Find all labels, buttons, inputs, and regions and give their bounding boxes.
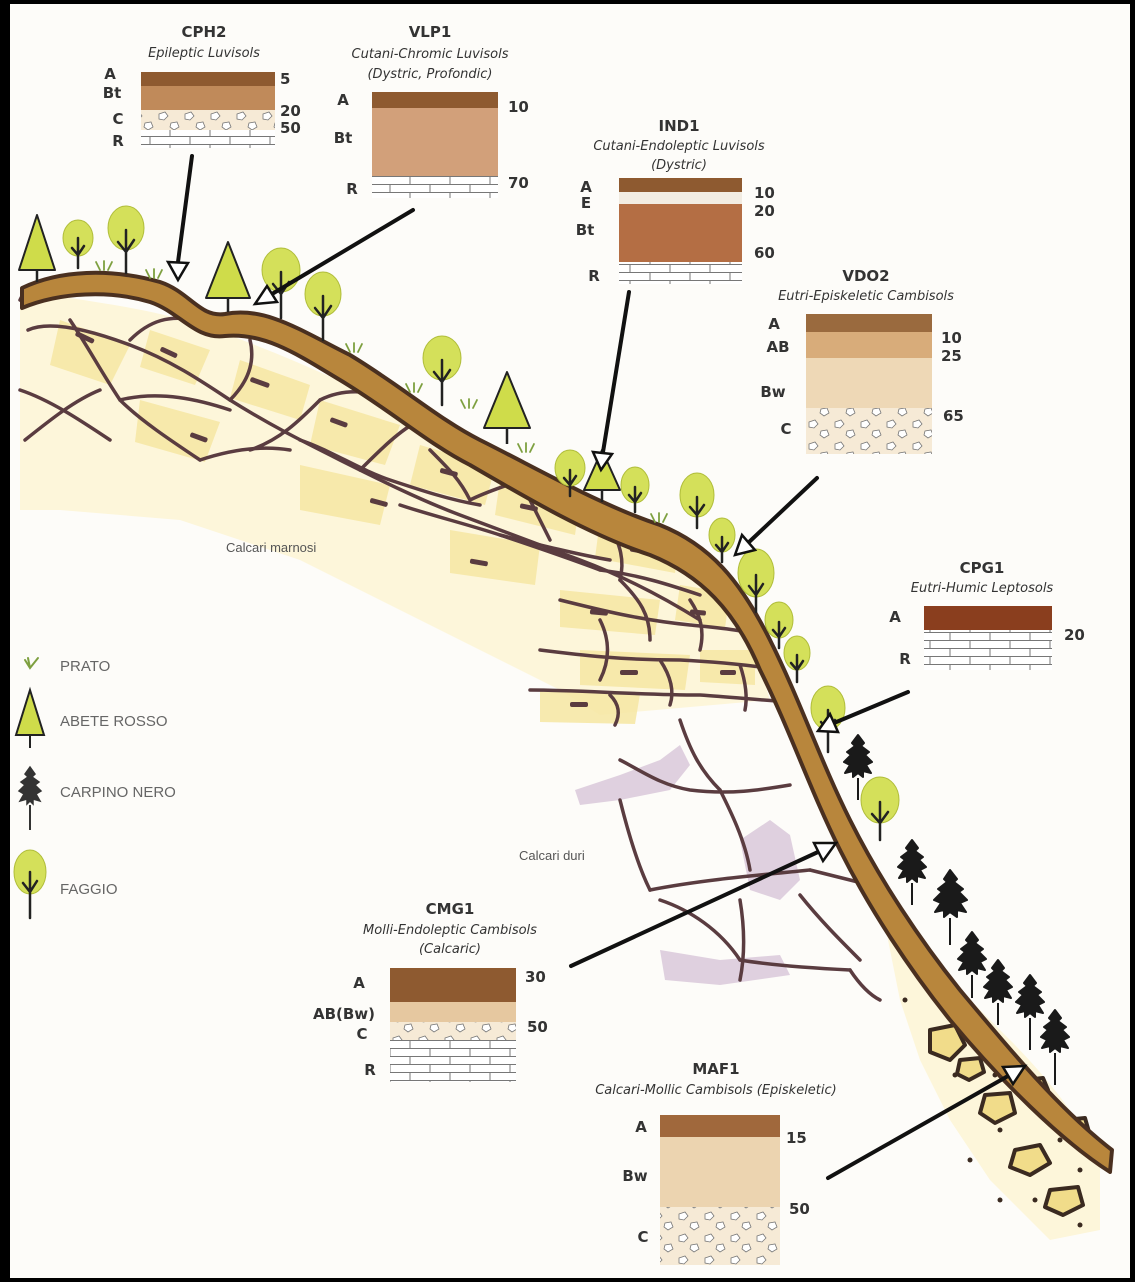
depth-label: 50 — [527, 1018, 548, 1036]
depth-label: 50 — [280, 119, 301, 137]
horizon-label: C — [780, 420, 791, 438]
legend-label-faggio: FAGGIO — [60, 881, 118, 898]
horizon-label: A — [889, 608, 901, 626]
profile-title: CPH2 — [182, 23, 227, 41]
profile-classification: Cutani-Chromic Luvisols — [352, 47, 509, 62]
legend-label-prato: PRATO — [60, 658, 110, 675]
profile-title: CPG1 — [960, 559, 1005, 577]
horizon-label: R — [588, 267, 600, 285]
depth-label: 20 — [1064, 626, 1085, 644]
profile-title: IND1 — [658, 117, 699, 135]
depth-label: 10 — [754, 184, 775, 202]
horizon-label: Bw — [760, 383, 785, 401]
depth-label: 10 — [941, 329, 962, 347]
horizon-label: A — [337, 91, 349, 109]
legend-label-abete-rosso: ABETE ROSSO — [60, 713, 168, 730]
depth-label: 20 — [280, 102, 301, 120]
depth-label: 15 — [786, 1129, 807, 1147]
profile-classification-qualifiers: (Calcaric) — [419, 942, 481, 957]
soil-column — [372, 92, 498, 198]
horizon-label: A — [104, 65, 116, 83]
horizon-label: R — [112, 132, 124, 150]
horizon-label: Bw — [622, 1167, 647, 1185]
soil-column — [806, 314, 932, 454]
horizon-label: R — [346, 180, 358, 198]
horizon-label: A — [635, 1118, 647, 1136]
horizon-label: E — [581, 194, 591, 212]
depth-label: 10 — [508, 98, 529, 116]
horizon-label: A — [353, 974, 365, 992]
profile-classification: Epileptic Luvisols — [148, 46, 260, 61]
horizon-label: C — [112, 110, 123, 128]
depth-label: 30 — [525, 968, 546, 986]
depth-label: 25 — [941, 347, 962, 365]
depth-label: 60 — [754, 244, 775, 262]
horizon-label: AB(Bw) — [313, 1005, 375, 1023]
zone-label-calcari-marnosi: Calcari marnosi — [226, 540, 316, 555]
profile-classification: Eutri-Humic Leptosols — [911, 581, 1054, 596]
profile-classification-qualifiers: (Dystric) — [651, 158, 707, 173]
horizon-label: C — [356, 1025, 367, 1043]
profile-title: VLP1 — [409, 23, 452, 41]
profile-title: MAF1 — [692, 1060, 739, 1078]
horizon-label: R — [899, 650, 911, 668]
depth-label: 5 — [280, 70, 290, 88]
horizon-label: Bt — [334, 129, 353, 147]
profile-classification: Cutani-Endoleptic Luvisols — [593, 139, 765, 154]
profile-title: CMG1 — [426, 900, 475, 918]
horizon-label: Bt — [576, 221, 595, 239]
soil-column — [390, 968, 516, 1082]
profile-title: VDO2 — [842, 267, 889, 285]
horizon-label: A — [768, 315, 780, 333]
profile-classification: Eutri-Episkeletic Cambisols — [778, 289, 954, 304]
zone-label-calcari-duri: Calcari duri — [519, 848, 585, 863]
soil-column — [141, 72, 275, 148]
horizon-label: Bt — [103, 84, 122, 102]
depth-label: 50 — [789, 1200, 810, 1218]
horizon-label: R — [364, 1061, 376, 1079]
profile-classification: Calcari-Mollic Cambisols (Episkeletic) — [595, 1083, 837, 1098]
profile-classification-qualifiers: (Dystric, Profondic) — [367, 67, 492, 82]
depth-label: 70 — [508, 174, 529, 192]
soil-column — [619, 178, 742, 284]
depth-label: 20 — [754, 202, 775, 220]
horizon-label: AB — [766, 338, 789, 356]
soil-column — [660, 1115, 780, 1265]
horizon-label: C — [637, 1228, 648, 1246]
soil-column — [924, 606, 1052, 670]
depth-label: 65 — [943, 407, 964, 425]
legend-label-carpino-nero: CARPINO NERO — [60, 784, 176, 801]
profile-classification: Molli-Endoleptic Cambisols — [363, 923, 537, 938]
